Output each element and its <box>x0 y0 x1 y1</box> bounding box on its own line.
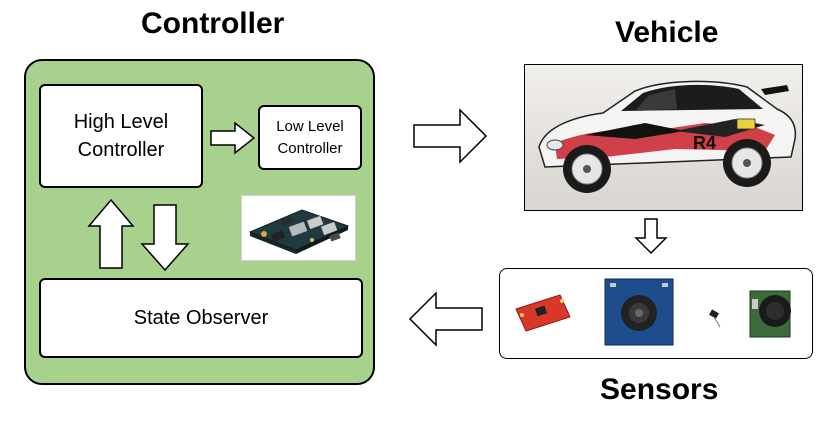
arrow-down-small <box>634 218 668 255</box>
embedded-board-icon <box>241 195 356 261</box>
sensors-panel <box>499 268 813 359</box>
vehicle-title: Vehicle <box>615 16 719 49</box>
high-level-label-line2: Controller <box>77 139 165 161</box>
high-level-controller-block: High Level Controller <box>39 84 203 188</box>
arrow-up <box>87 198 135 269</box>
rally-car-icon: R4 <box>524 64 803 211</box>
controller-title: Controller <box>141 7 285 40</box>
sensors-title: Sensors <box>600 373 719 406</box>
arrow-down <box>140 204 190 272</box>
temperature-sensor-icon <box>709 309 721 328</box>
low-level-controller-block: Low Level Controller <box>258 105 362 170</box>
state-observer-block: State Observer <box>39 278 363 358</box>
svg-text:R4: R4 <box>693 133 716 153</box>
ultrasonic-sensor-icon <box>749 290 791 338</box>
arrow-right-small <box>210 121 256 155</box>
low-level-label-line1: Low Level <box>276 117 344 135</box>
arrow-right-large <box>413 108 488 164</box>
arrow-left-large <box>408 291 483 347</box>
low-level-label-line2: Controller <box>277 139 343 157</box>
state-observer-label: State Observer <box>133 306 269 329</box>
camera-module-icon <box>604 278 674 346</box>
imu-board-icon <box>515 294 571 332</box>
high-level-label-line1: High Level <box>73 111 169 133</box>
